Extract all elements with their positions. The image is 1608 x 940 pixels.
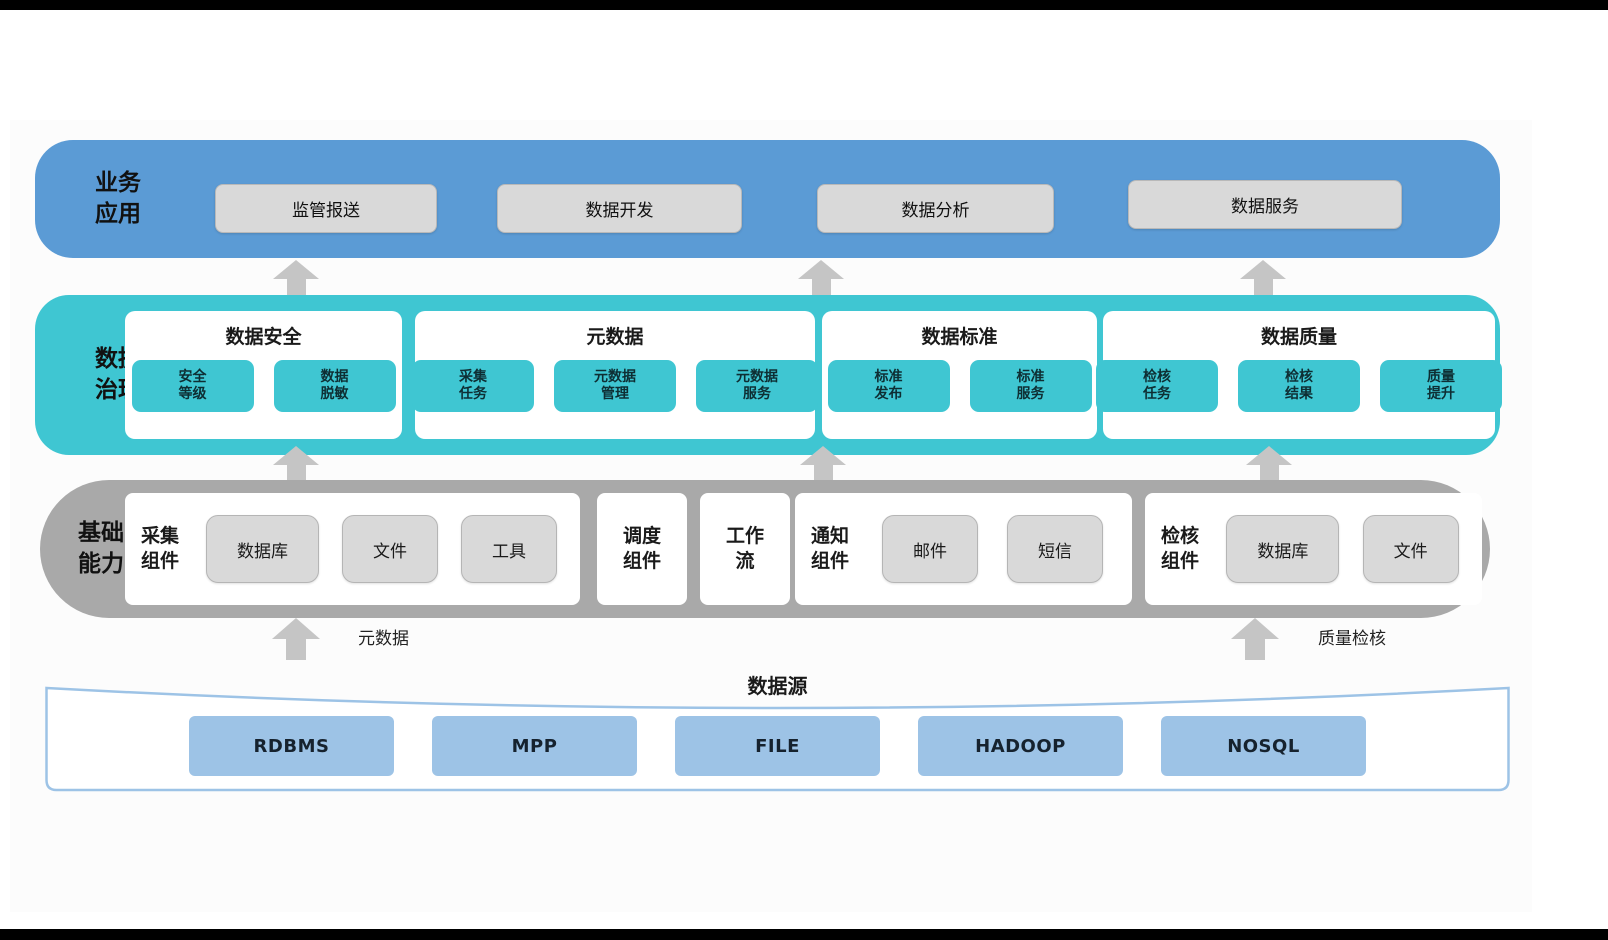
governance-capability-chip: 采集 任务 xyxy=(412,360,534,412)
foundation-component-title: 采集 组件 xyxy=(141,525,180,572)
foundation-layer: 基础 能力 采集 组件 数据库 文件 工具 调度 组件 工作 流 通知 组件 邮… xyxy=(40,480,1490,618)
governance-capability-chip: 标准 服务 xyxy=(969,360,1092,412)
datasource-layer: 数据源 RDBMS MPP FILE HADOOP NOSQL xyxy=(45,666,1510,792)
arrow-label-metadata: 元数据 xyxy=(358,629,409,649)
up-arrow xyxy=(272,618,320,660)
foundation-box-check: 检核 组件 数据库 文件 xyxy=(1145,493,1482,605)
business-app-button: 数据服务 xyxy=(1128,180,1402,229)
up-arrow xyxy=(800,446,846,481)
top-letterbox-bar xyxy=(0,0,1608,10)
governance-capability-chip: 元数据 管理 xyxy=(554,360,676,412)
governance-group-title: 元数据 xyxy=(586,326,644,348)
foundation-box-notification: 通知 组件 邮件 短信 xyxy=(795,493,1132,605)
governance-group-metadata: 元数据 采集 任务 元数据 管理 元数据 服务 xyxy=(412,311,818,439)
business-app-button: 监管报送 xyxy=(215,184,437,233)
foundation-box-scheduler: 调度 组件 xyxy=(597,493,687,605)
up-arrow xyxy=(273,260,319,295)
business-layer: 业务 应用 监管报送 数据开发 数据分析 数据服务 xyxy=(35,140,1500,258)
foundation-resource-button: 数据库 xyxy=(206,515,319,583)
governance-group-data-security: 数据安全 安全 等级 数据 脱敏 xyxy=(125,311,402,439)
up-arrow xyxy=(1246,446,1292,481)
up-arrow xyxy=(1231,618,1279,660)
foundation-resource-button: 数据库 xyxy=(1226,515,1340,583)
governance-group-data-quality: 数据质量 检核 任务 检核 结果 质量 提升 xyxy=(1096,311,1502,439)
governance-capability-chip: 检核 结果 xyxy=(1238,360,1360,412)
governance-group-data-standard: 数据标准 标准 发布 标准 服务 xyxy=(822,311,1097,439)
governance-capability-chip: 数据 脱敏 xyxy=(273,360,396,412)
foundation-component-title: 工作 流 xyxy=(725,525,764,572)
datasource-button: NOSQL xyxy=(1161,716,1366,776)
foundation-box-workflow: 工作 流 xyxy=(700,493,790,605)
governance-group-title: 数据标准 xyxy=(921,326,998,348)
bottom-letterbox-bar xyxy=(0,929,1608,940)
datasource-button: HADOOP xyxy=(918,716,1123,776)
up-arrow xyxy=(1240,260,1286,295)
datasource-button: FILE xyxy=(675,716,880,776)
foundation-layer-label: 基础 能力 xyxy=(78,519,124,577)
foundation-resource-button: 工具 xyxy=(460,515,557,583)
business-app-button: 数据开发 xyxy=(497,184,742,233)
datasource-button: MPP xyxy=(432,716,637,776)
governance-capability-chip: 元数据 服务 xyxy=(696,360,818,412)
foundation-component-title: 调度 组件 xyxy=(622,525,661,572)
governance-capability-chip: 质量 提升 xyxy=(1380,360,1502,412)
foundation-box-collection: 采集 组件 数据库 文件 工具 xyxy=(125,493,580,605)
governance-capability-chip: 标准 发布 xyxy=(827,360,950,412)
governance-layer: 数据 治理 数据安全 安全 等级 数据 脱敏 元数据 采集 任务 元数据 管理 … xyxy=(35,295,1502,455)
up-arrow xyxy=(798,260,844,295)
governance-group-title: 数据安全 xyxy=(225,326,302,348)
arrow-label-quality-check: 质量检核 xyxy=(1318,629,1386,649)
foundation-resource-button: 短信 xyxy=(1006,515,1103,583)
business-layer-label: 业务 应用 xyxy=(95,169,141,227)
governance-capability-chip: 安全 等级 xyxy=(131,360,254,412)
up-arrow xyxy=(273,446,319,481)
datasource-button: RDBMS xyxy=(189,716,394,776)
foundation-resource-button: 文件 xyxy=(341,515,438,583)
governance-capability-chip: 检核 任务 xyxy=(1096,360,1218,412)
foundation-resource-button: 邮件 xyxy=(882,515,978,583)
foundation-component-title: 检核 组件 xyxy=(1161,525,1200,572)
foundation-resource-button: 文件 xyxy=(1362,515,1459,583)
datasource-title: 数据源 xyxy=(747,674,808,698)
governance-group-title: 数据质量 xyxy=(1260,326,1337,348)
foundation-component-title: 通知 组件 xyxy=(811,525,850,572)
business-app-button: 数据分析 xyxy=(817,184,1054,233)
